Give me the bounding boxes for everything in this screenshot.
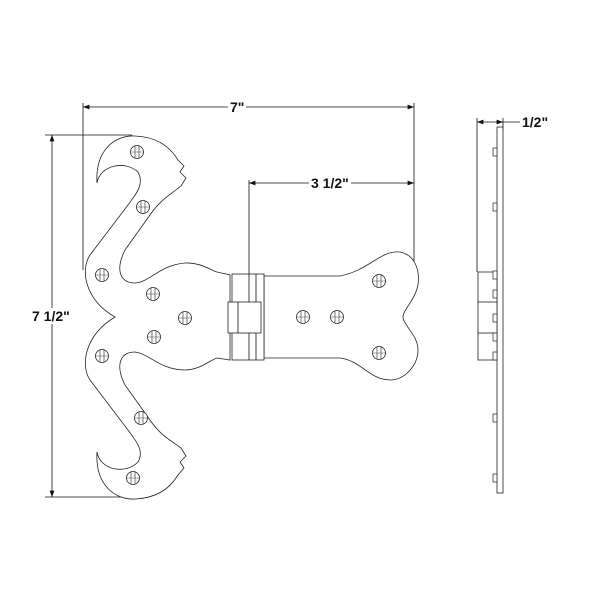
screw-icon [372, 274, 386, 288]
dimension-label-leaf-width: 3 1/2" [309, 175, 351, 191]
left-leaf [84, 135, 231, 500]
screw-head-icon [492, 270, 498, 280]
dimension-width-7 [82, 103, 415, 285]
dimension-label-height: 7 1/2" [30, 308, 72, 324]
screw-head-icon [492, 147, 498, 157]
screw-head-icon [492, 332, 498, 342]
screw-holes [95, 145, 386, 485]
screw-head-icon [492, 313, 498, 323]
hinge-knuckle [227, 273, 265, 361]
screw-icon [147, 330, 161, 344]
screw-head-icon [492, 202, 498, 212]
screw-head-icon [492, 413, 498, 423]
screw-icon [178, 311, 192, 325]
screw-icon [330, 310, 344, 324]
screw-head-icon [492, 351, 498, 361]
screw-icon [136, 200, 150, 214]
screw-icon [130, 145, 144, 159]
screw-head-icon [492, 289, 498, 299]
screw-icon [95, 268, 109, 282]
screw-head-icon [492, 473, 498, 483]
screw-icon [126, 471, 140, 485]
screw-icon [146, 287, 160, 301]
dimension-label-width: 7" [228, 99, 247, 115]
side-view [477, 126, 504, 494]
dimension-label-thickness: 1/2" [520, 114, 551, 130]
screw-icon [372, 346, 386, 360]
screw-icon [95, 349, 109, 363]
screw-icon [134, 411, 148, 425]
screw-icon [296, 310, 310, 324]
